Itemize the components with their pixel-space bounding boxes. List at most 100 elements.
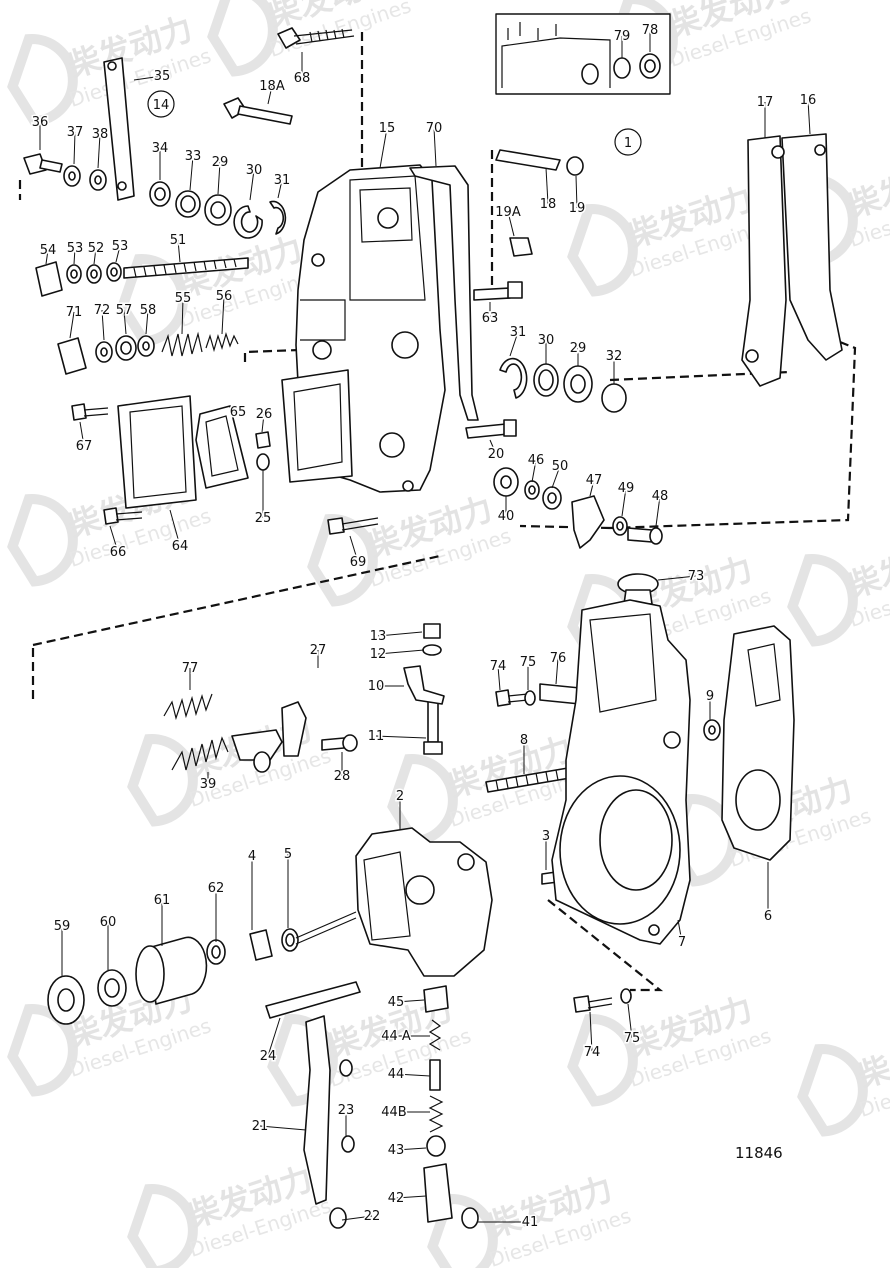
callout-label-30: 30: [246, 163, 263, 178]
callout-label-13: 13: [370, 629, 387, 644]
callout-label-72: 72: [94, 303, 111, 318]
callout-label-79: 79: [614, 29, 631, 44]
callout-label-4: 4: [248, 849, 256, 864]
watermark-logo-icon: [797, 1044, 868, 1137]
leader-line: [377, 631, 423, 637]
callout-label-3: 3: [542, 829, 550, 844]
leader-line: [261, 413, 265, 433]
callout-label-67: 67: [76, 439, 93, 454]
callout-label-33: 33: [185, 149, 202, 164]
flyweight-housing-2: [355, 827, 493, 977]
leader-line: [377, 649, 425, 655]
callout-label-74: 74: [490, 659, 507, 674]
callout-label-45: 45: [388, 995, 405, 1010]
watermark-logo-icon: [567, 204, 638, 297]
leader-line: [589, 1011, 593, 1053]
callout-label-15: 15: [379, 121, 396, 136]
callout-label-31: 31: [510, 325, 527, 340]
callout-label-44: 44: [388, 1067, 405, 1082]
callout-label-57: 57: [116, 303, 133, 318]
callout-label-53: 53: [112, 239, 129, 254]
leader-line: [169, 509, 181, 547]
leader-line: [181, 297, 184, 335]
callout-label-42: 42: [388, 1191, 405, 1206]
callout-label-34: 34: [152, 141, 169, 156]
watermark-logo-icon: [7, 34, 78, 127]
callout-label-43: 43: [388, 1143, 405, 1158]
leader-line: [259, 1125, 307, 1131]
callout-label-78: 78: [642, 23, 659, 38]
leader-line: [249, 169, 255, 201]
callout-label-8: 8: [520, 733, 528, 748]
watermark-logo-icon: [427, 1194, 498, 1268]
callout-label-65: 65: [230, 405, 247, 420]
watermark-logo-icon: [787, 554, 858, 647]
callout-label-63: 63: [482, 311, 499, 326]
leader-line: [589, 479, 595, 497]
circled-label-text: 1: [624, 136, 632, 151]
callout-label-41: 41: [522, 1215, 539, 1230]
callout-label-62: 62: [208, 881, 225, 896]
callout-label-70: 70: [426, 121, 443, 136]
leader-line: [395, 1073, 431, 1077]
leader-line: [145, 309, 149, 335]
callout-label-27: 27: [310, 643, 327, 658]
callout-label-40: 40: [498, 509, 515, 524]
leader-line: [677, 919, 683, 943]
screws-and-pins: [23, 27, 663, 1013]
leader-line: [123, 309, 127, 335]
watermark-logo-icon: [7, 1004, 78, 1097]
callout-label-51: 51: [170, 233, 187, 248]
leader-line: [267, 1017, 281, 1057]
callout-label-35: 35: [154, 69, 171, 84]
leader-line: [221, 295, 225, 335]
lever-rod-35: [103, 57, 135, 201]
callout-label-61: 61: [154, 893, 171, 908]
leader-line: [545, 167, 549, 205]
leader-line: [115, 245, 121, 263]
leader-line: [69, 311, 75, 339]
leader-line: [341, 1215, 373, 1221]
callout-label-32: 32: [606, 349, 623, 364]
leader-line: [73, 131, 76, 165]
spring-linkage: [163, 693, 307, 773]
washers-and-rings: [35, 165, 721, 1004]
watermark-logo-icon: [307, 514, 378, 607]
callout-label-71: 71: [66, 305, 83, 320]
leader-line: [97, 133, 101, 169]
control-levers-and-spring: [265, 981, 479, 1229]
callout-label-69: 69: [350, 555, 367, 570]
callout-label-23: 23: [338, 1103, 355, 1118]
leader-line: [217, 161, 221, 195]
leader-line: [177, 239, 181, 263]
callout-label-36: 36: [32, 115, 49, 130]
callout-label-16: 16: [800, 93, 817, 108]
leader-line: [349, 535, 359, 563]
callout-label-7: 7: [678, 935, 686, 950]
governor-lever-assembly: [741, 133, 843, 387]
callout-label-73: 73: [688, 569, 705, 584]
callout-label-24: 24: [260, 1049, 277, 1064]
cover-plate-and-gasket: [117, 369, 353, 509]
figure-number: 11846: [735, 1144, 783, 1162]
callout-label-64: 64: [172, 539, 189, 554]
watermark-logo-icon: [117, 254, 188, 347]
gasket-6: [721, 625, 795, 861]
callout-label-77: 77: [182, 661, 199, 676]
leader-line: [277, 179, 283, 199]
leader-line: [267, 85, 273, 105]
callout-label-29: 29: [212, 155, 229, 170]
callout-label-75: 75: [520, 655, 537, 670]
leader-line: [433, 127, 437, 167]
callout-label-56: 56: [216, 289, 233, 304]
inset-detail: [495, 13, 671, 95]
callout-label-48: 48: [652, 489, 669, 504]
leader-line: [133, 75, 163, 81]
callout-label-68: 68: [294, 71, 311, 86]
leader-line: [509, 331, 519, 357]
callout-label-58: 58: [140, 303, 157, 318]
callout-label-21: 21: [252, 1119, 269, 1134]
